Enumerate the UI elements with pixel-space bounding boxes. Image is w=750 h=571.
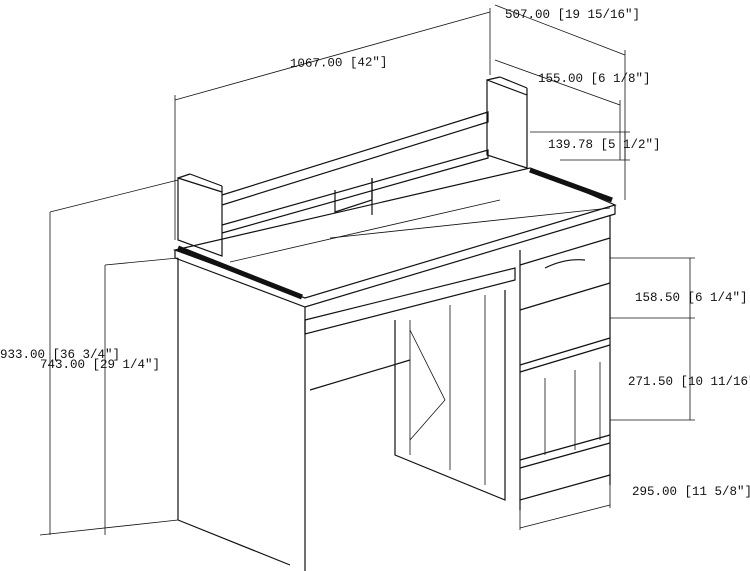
desk-outline: [172, 76, 617, 571]
hutch-height-label: 139.78 [5 1/2"]: [548, 138, 661, 152]
pedestal-width-label: 295.00 [11 5/8"]: [632, 485, 750, 499]
desktop-edge-left: [177, 245, 303, 300]
drawer-height-label: 158.50 [6 1/4"]: [635, 291, 748, 305]
overall-height-label: 933.00 [36 3/4"]: [0, 348, 120, 362]
depth-total-label: 507.00 [19 15/16"]: [505, 8, 640, 22]
dimension-lines: [39, 4, 695, 536]
shelf-height-label: 271.50 [10 11/16"]: [628, 375, 750, 389]
desktop-surface: [172, 167, 617, 299]
hutch-right-panel: [486, 79, 528, 169]
keyboard-tray: [304, 267, 516, 335]
width-total-label: 1067.00 [42"]: [290, 55, 388, 71]
hutch-depth-label: 155.00 [6 1/8"]: [538, 72, 651, 86]
drawer-handle: [544, 259, 586, 269]
desk-height-label: 743.00 [29 1/4"]: [40, 358, 160, 372]
hutch-left-panel: [177, 177, 223, 257]
desktop-edge-right: [529, 167, 613, 203]
